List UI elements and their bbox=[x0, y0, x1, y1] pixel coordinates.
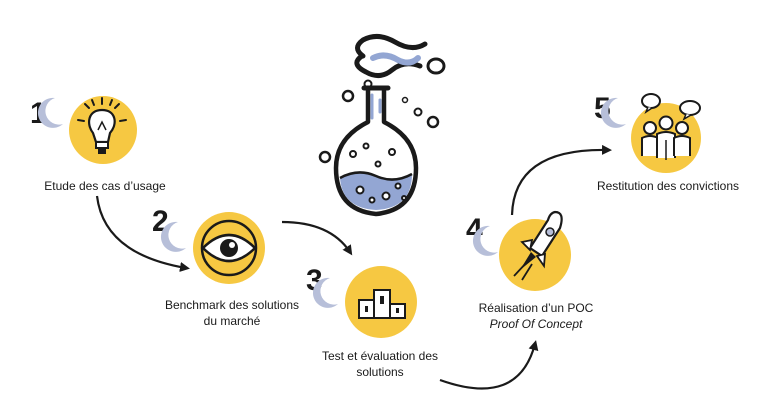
step-2-label: Benchmark des solutions du marché bbox=[142, 297, 322, 329]
eye-icon bbox=[193, 212, 265, 284]
step-2: 2 bbox=[152, 205, 265, 284]
arrow-step1-to-step2 bbox=[95, 195, 190, 272]
lightbulb-icon bbox=[69, 96, 137, 164]
step-3-label-line-2: solutions bbox=[356, 365, 404, 379]
arrow-step4-to-step5 bbox=[510, 144, 612, 216]
step-4: 4 bbox=[466, 210, 571, 291]
step-4-label: Réalisation d’un POC Proof Of Concept bbox=[456, 300, 616, 332]
arrow-step3-to-step4 bbox=[439, 340, 539, 390]
step-1-moon-icon bbox=[37, 97, 63, 128]
step-3-moon-icon bbox=[312, 277, 338, 308]
step-4-sublabel: Proof Of Concept bbox=[489, 317, 583, 331]
step-5: 5 bbox=[594, 92, 701, 173]
flask-icon bbox=[318, 34, 446, 217]
step-1: 1 bbox=[30, 96, 137, 164]
podium-icon bbox=[345, 266, 417, 338]
step-2-label-line-1: Benchmark des solutions bbox=[164, 298, 300, 312]
step-3-label-line-1: Test et évaluation des bbox=[321, 349, 439, 363]
step-3-label: Test et évaluation des solutions bbox=[290, 348, 470, 380]
step-1-label: Etude des cas d’usage bbox=[44, 179, 166, 193]
step-3: 3 bbox=[306, 264, 417, 338]
step-2-label-line-2: du marché bbox=[203, 314, 261, 328]
step-4-label-main: Réalisation d’un POC bbox=[478, 301, 594, 315]
rocket-icon bbox=[499, 210, 571, 291]
people-talking-icon bbox=[631, 93, 701, 173]
arrow-step2-to-step3 bbox=[281, 220, 353, 256]
step-2-moon-icon bbox=[160, 221, 186, 252]
step-5-moon-icon bbox=[600, 97, 626, 128]
step-5-label: Restitution des convictions bbox=[596, 179, 740, 193]
step-4-moon-icon bbox=[472, 225, 498, 256]
